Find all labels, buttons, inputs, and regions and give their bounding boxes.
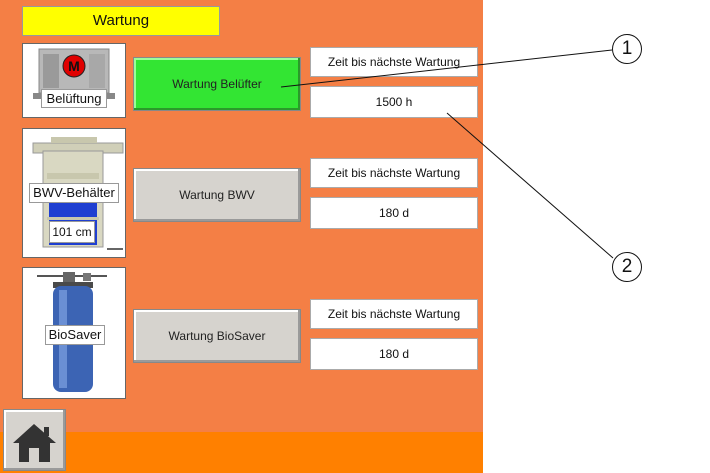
bwv-label: BWV-Behälter — [29, 183, 119, 203]
home-icon — [13, 424, 56, 462]
wartung-belüfter-button[interactable]: Wartung Belüfter — [133, 57, 301, 111]
wartung-bwv-button[interactable]: Wartung BWV — [133, 168, 301, 222]
belueftung-label: Belüftung — [41, 89, 107, 108]
belueftung-card: M Belüftung — [22, 43, 126, 118]
bottom-bar — [0, 432, 483, 473]
biosaver-info-label: Zeit bis nächste Wartung — [310, 299, 478, 329]
belueftung-info-value: 1500 h — [310, 86, 478, 118]
motor-glyph: M — [68, 58, 80, 74]
biosaver-card: BioSaver — [22, 267, 126, 399]
leader-line-1 — [280, 49, 613, 88]
bwv-info-label: Zeit bis nächste Wartung — [310, 158, 478, 188]
belueftung-info-label: Zeit bis nächste Wartung — [310, 47, 478, 77]
callout-1: 1 — [612, 34, 642, 64]
biosaver-info-value: 180 d — [310, 338, 478, 370]
leader-line-2 — [446, 112, 614, 259]
wartung-biosaver-button[interactable]: Wartung BioSaver — [133, 309, 301, 363]
home-button[interactable] — [3, 409, 66, 471]
bwv-info-value: 180 d — [310, 197, 478, 229]
callout-2: 2 — [612, 252, 642, 282]
page-title: Wartung — [22, 6, 220, 36]
bwv-level-value: 101 cm — [49, 221, 95, 243]
biosaver-label: BioSaver — [45, 325, 105, 345]
bwv-card: BWV-Behälter 101 cm — [22, 128, 126, 258]
